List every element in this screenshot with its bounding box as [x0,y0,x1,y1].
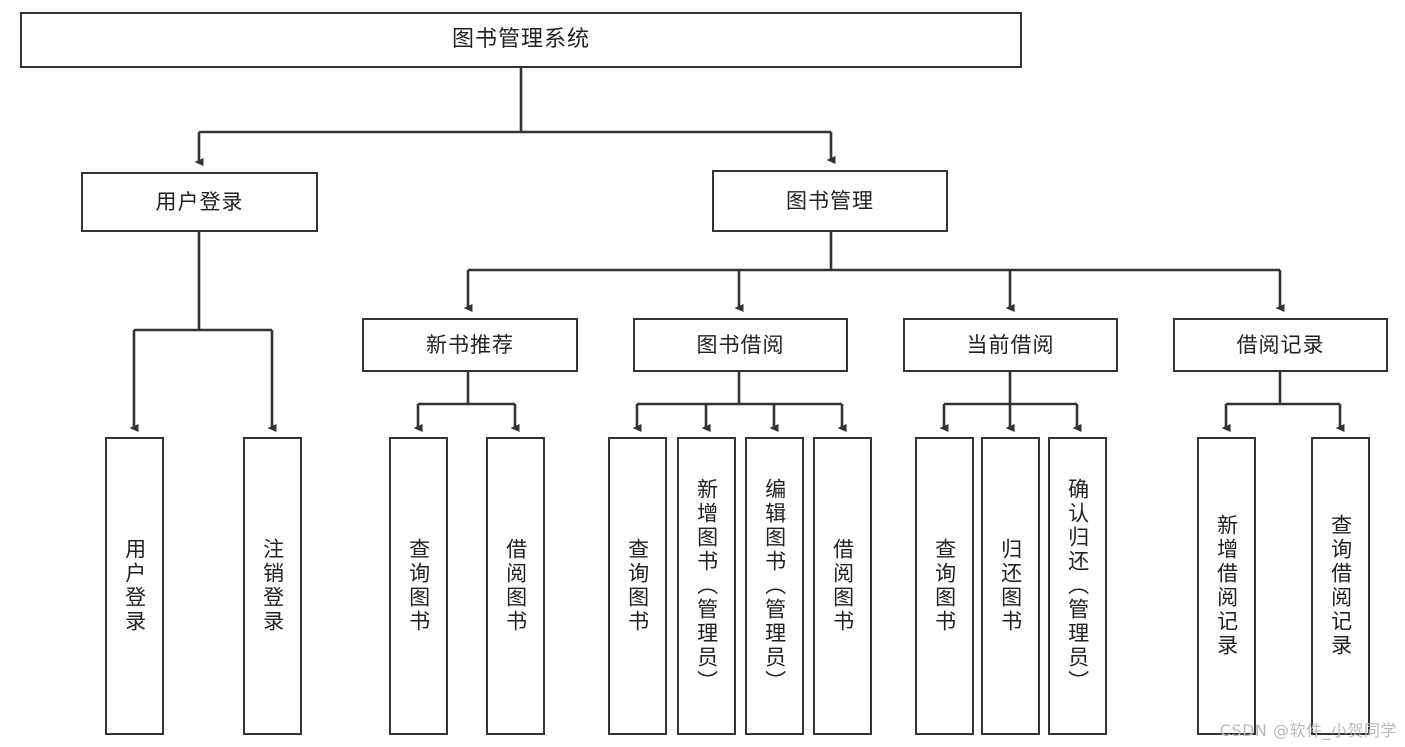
node-leaf-current-query-book-label: 查询图书 [932,538,957,634]
node-leaf-add-book-admin[interactable]: 新增图书（管理员） [677,437,736,735]
node-leaf-add-book-admin-label: 新增图书（管理员） [694,478,719,694]
node-leaf-return-book[interactable]: 归还图书 [981,437,1040,735]
node-leaf-query-borrow-record[interactable]: 查询借阅记录 [1311,437,1370,735]
node-new-book-recommend[interactable]: 新书推荐 [362,318,578,372]
node-leaf-borrow-book[interactable]: 借阅图书 [813,437,872,735]
node-leaf-current-query-book[interactable]: 查询图书 [915,437,974,735]
node-leaf-borrow-book-label: 借阅图书 [830,538,855,634]
node-leaf-confirm-return-admin-label: 确认归还（管理员） [1065,478,1090,694]
node-leaf-newbook-borrow-book-label: 借阅图书 [503,538,528,634]
node-leaf-newbook-query-book-label: 查询图书 [406,538,431,634]
node-book-management[interactable]: 图书管理 [712,170,948,232]
node-leaf-user-login[interactable]: 用户登录 [105,437,164,735]
node-new-book-recommend-label: 新书推荐 [426,332,514,357]
node-book-management-label: 图书管理 [786,188,874,213]
node-user-login-label: 用户登录 [155,189,244,214]
node-leaf-return-book-label: 归还图书 [998,538,1023,634]
node-current-borrow-label: 当前借阅 [966,332,1055,357]
node-leaf-edit-book-admin-label: 编辑图书（管理员） [762,478,787,694]
node-leaf-add-borrow-record[interactable]: 新增借阅记录 [1197,437,1256,735]
node-leaf-newbook-query-book[interactable]: 查询图书 [389,437,448,735]
node-borrow-record-label: 借阅记录 [1236,332,1325,357]
node-leaf-logout-label: 注销登录 [260,538,285,634]
node-book-borrow[interactable]: 图书借阅 [633,318,848,372]
node-leaf-add-borrow-record-label: 新增借阅记录 [1214,514,1239,658]
watermark-text: CSDN @软件_小贺同学 [1219,721,1397,740]
node-user-login[interactable]: 用户登录 [81,172,318,232]
node-leaf-newbook-borrow-book[interactable]: 借阅图书 [486,437,545,735]
node-leaf-query-borrow-record-label: 查询借阅记录 [1328,514,1353,658]
node-book-borrow-label: 图书借阅 [696,332,785,357]
node-leaf-borrow-query-book[interactable]: 查询图书 [608,437,667,735]
node-root[interactable]: 图书管理系统 [20,12,1022,68]
node-leaf-borrow-query-book-label: 查询图书 [625,538,650,634]
node-leaf-edit-book-admin[interactable]: 编辑图书（管理员） [745,437,804,735]
node-leaf-confirm-return-admin[interactable]: 确认归还（管理员） [1048,437,1107,735]
node-root-label: 图书管理系统 [451,27,590,53]
node-leaf-user-login-label: 用户登录 [122,538,147,634]
node-borrow-record[interactable]: 借阅记录 [1173,318,1388,372]
node-current-borrow[interactable]: 当前借阅 [903,318,1118,372]
node-leaf-logout[interactable]: 注销登录 [243,437,302,735]
